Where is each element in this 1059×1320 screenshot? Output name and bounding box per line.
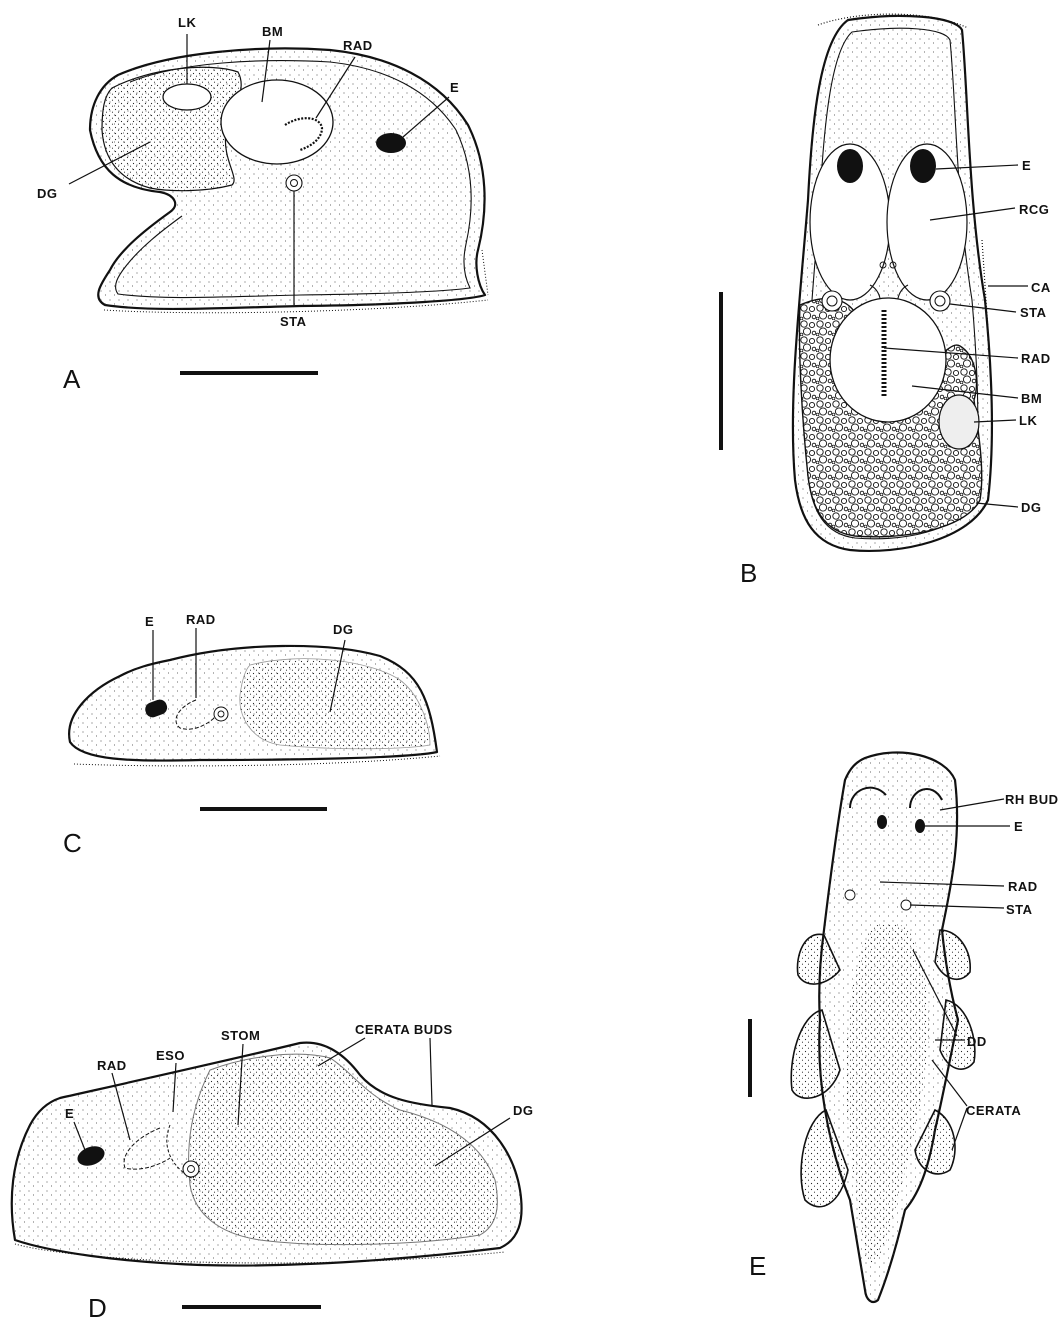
panel-a: LK BM RAD E DG STA A [37,15,488,394]
label-dd-e: DD [967,1034,987,1049]
label-dg-b: DG [1021,500,1042,515]
label-sta-e: STA [1006,902,1033,917]
eye-a [376,133,406,153]
label-ca-b: CA [1031,280,1051,295]
label-lk-a: LK [178,15,196,30]
eye-b-left [837,149,863,183]
label-e-b: E [1022,158,1031,173]
digestive-gland-d [189,1054,498,1244]
label-e-e: E [1014,819,1023,834]
label-rad-d: RAD [97,1058,127,1073]
label-dg-d: DG [513,1103,534,1118]
statocyst-b-left [822,291,842,311]
label-e-a: E [450,80,459,95]
label-sta-b: STA [1020,305,1047,320]
statocyst-d [183,1161,199,1177]
label-rad-e: RAD [1008,879,1038,894]
label-e-c: E [145,614,154,629]
panel-letter-c: C [63,828,82,858]
panel-letter-a: A [63,364,81,394]
eye-e-left [877,815,887,829]
label-rad-a: RAD [343,38,373,53]
statocyst-b-right [930,291,950,311]
label-cerata-e: CERATA [966,1103,1021,1118]
panel-letter-d: D [88,1293,107,1320]
statocyst-a [286,175,302,191]
digestive-gland-a [102,67,241,190]
label-stom-d: STOM [221,1028,260,1043]
label-cerata-buds-d: CERATA BUDS [355,1022,453,1037]
label-bm-a: BM [262,24,283,39]
panel-b: E RCG CA STA RAD BM LK DG B [721,14,1051,588]
label-sta-a: STA [280,314,307,329]
left-kidney-a [163,84,211,110]
left-kidney-b [939,395,979,449]
panel-letter-b: B [740,558,757,588]
label-e-d: E [65,1106,74,1121]
panel-d: E RAD ESO STOM CERATA BUDS DG D [12,1022,534,1320]
eye-e-right [915,819,925,833]
label-lk-b: LK [1019,413,1037,428]
label-eso-d: ESO [156,1048,185,1063]
panel-letter-e: E [749,1251,766,1281]
statocyst-c [214,707,228,721]
statocyst-e-left [845,890,855,900]
label-rcg-b: RCG [1019,202,1049,217]
label-bm-b: BM [1021,391,1042,406]
panel-e: RH BUD E RAD STA DD CERATA E [749,752,1059,1301]
statocyst-e-right [901,900,911,910]
label-rad-c: RAD [186,612,216,627]
panel-c: E RAD DG C [63,612,440,858]
label-dg-c: DG [333,622,354,637]
label-rh-bud-e: RH BUD [1005,792,1059,807]
buccal-mass-a [221,80,333,164]
buccal-mass-b [830,298,946,422]
eye-b-right [910,149,936,183]
label-dg-a: DG [37,186,58,201]
label-rad-b: RAD [1021,351,1051,366]
